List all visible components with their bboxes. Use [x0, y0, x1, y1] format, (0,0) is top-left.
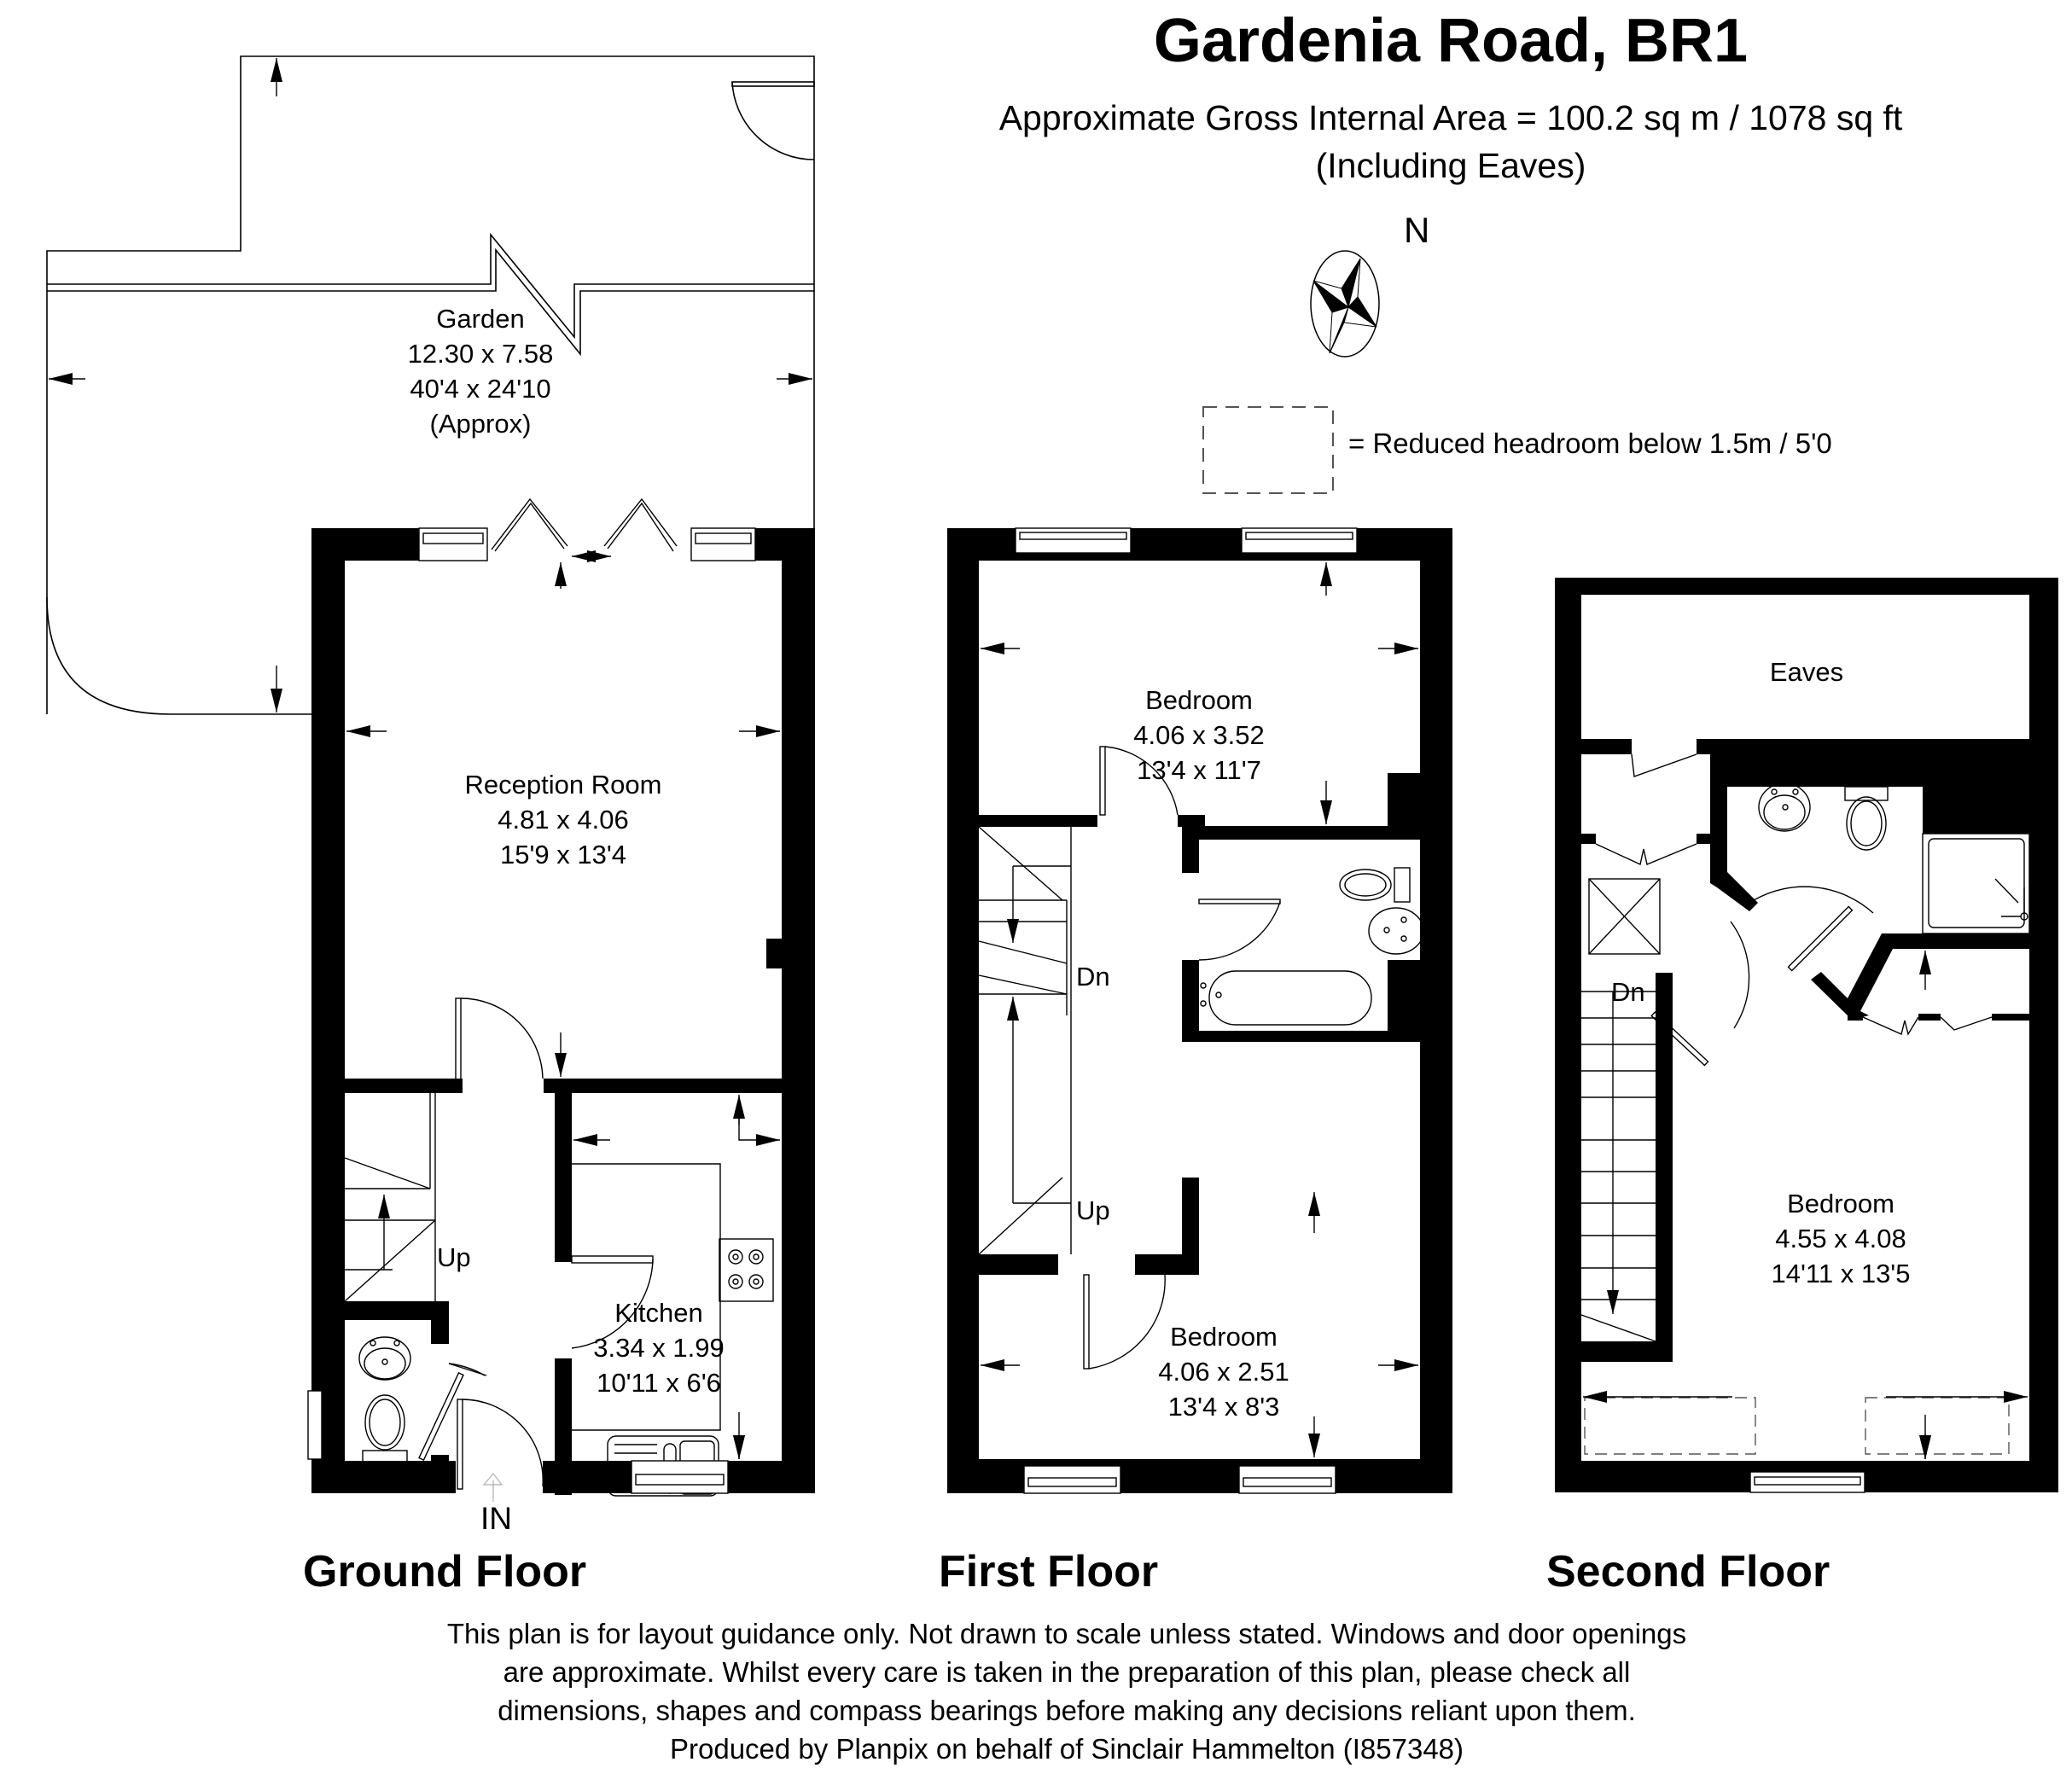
- ground-floor-walls: [311, 528, 815, 1495]
- north-label: N: [1404, 210, 1430, 250]
- floor-name-first: First Floor: [939, 1547, 1159, 1596]
- dashed-rectangle-icon: [1202, 406, 1334, 494]
- room-label-garden: Garden 12.30 x 7.58 40'4 x 24'10 (Approx…: [408, 301, 554, 441]
- room-label-kitchen: Kitchen 3.34 x 1.99 10'11 x 6'6: [593, 1295, 724, 1400]
- floor-name-second: Second Floor: [1546, 1547, 1830, 1596]
- second-floor-dimension-arrows: [1583, 951, 2028, 1459]
- room-label-bedroom-3: Bedroom 4.55 x 4.08 14'11 x 13'5: [1772, 1186, 1911, 1291]
- page-title: Gardenia Road, BR1: [1153, 7, 1749, 75]
- room-name: Bedroom: [1145, 685, 1253, 715]
- legend-reduced-headroom-text: = Reduced headroom below 1.5m / 5'0: [1348, 427, 1832, 459]
- area-summary: Approximate Gross Internal Area = 100.2 …: [896, 94, 2005, 189]
- room-note: (Approx): [429, 409, 532, 439]
- producer-credit: Produced by Planpix on behalf of Sinclai…: [669, 1733, 1464, 1765]
- room-name: Garden: [436, 304, 525, 334]
- disclaimer: This plan is for layout guidance only. N…: [256, 1614, 1877, 1768]
- room-metric: 4.06 x 3.52: [1133, 720, 1265, 750]
- room-label-reception-room: Reception Room 4.81 x 4.06 15'9 x 13'4: [465, 767, 662, 872]
- disclaimer-line: dimensions, shapes and compass bearings …: [498, 1695, 1636, 1726]
- disclaimer-line: This plan is for layout guidance only. N…: [446, 1618, 1687, 1649]
- room-label-bedroom-2: Bedroom 4.06 x 2.51 13'4 x 8'3: [1158, 1319, 1289, 1424]
- disclaimer-line: are approximate. Whilst every care is ta…: [503, 1656, 1631, 1688]
- room-imperial: 13'4 x 8'3: [1167, 1392, 1280, 1422]
- ground-floor-dimension-arrows: [346, 550, 780, 1502]
- room-metric: 3.34 x 1.99: [593, 1333, 725, 1363]
- stairs-down-label: Dn: [1611, 977, 1645, 1007]
- room-label-bedroom-1: Bedroom 4.06 x 3.52 13'4 x 11'7: [1133, 683, 1264, 788]
- second-floor-walls: [1555, 578, 2058, 1492]
- room-imperial: 13'4 x 11'7: [1137, 755, 1261, 785]
- room-label-eaves: Eaves: [1770, 654, 1843, 689]
- room-metric: 4.06 x 2.51: [1158, 1357, 1289, 1387]
- room-imperial: 40'4 x 24'10: [410, 374, 551, 404]
- room-imperial: 15'9 x 13'4: [499, 840, 626, 869]
- room-metric: 4.55 x 4.08: [1775, 1224, 1906, 1253]
- first-floor-walls: [947, 528, 1452, 1493]
- room-metric: 12.30 x 7.58: [407, 339, 554, 369]
- first-floor-dimension-arrows: [981, 562, 1418, 1457]
- room-imperial: 14'11 x 13'5: [1771, 1259, 1911, 1288]
- stairs-down-label: Dn: [1076, 962, 1110, 992]
- compass-rose-icon: [1310, 250, 1380, 358]
- ground-floor-fixtures: [307, 497, 774, 1497]
- stairs-up-label: Up: [437, 1242, 471, 1272]
- second-floor-fixtures: [1580, 753, 2030, 1493]
- room-name: Reception Room: [464, 770, 662, 800]
- room-imperial: 10'11 x 6'6: [597, 1368, 721, 1398]
- garden-dimension-arrows: [49, 58, 812, 712]
- stairs-up-label: Up: [1076, 1195, 1110, 1225]
- floor-name-ground: Ground Floor: [303, 1547, 587, 1596]
- room-name: Bedroom: [1787, 1189, 1894, 1218]
- room-metric: 4.81 x 4.06: [498, 805, 629, 835]
- room-name: Bedroom: [1170, 1322, 1278, 1352]
- room-name: Eaves: [1769, 657, 1844, 687]
- entrance-label: IN: [480, 1501, 512, 1536]
- area-note-text: (Including Eaves): [1315, 146, 1586, 185]
- garden-outline: [46, 55, 815, 715]
- gross-area-text: Approximate Gross Internal Area = 100.2 …: [998, 98, 1903, 137]
- room-name: Kitchen: [614, 1298, 703, 1328]
- first-floor-fixtures: [978, 527, 1424, 1494]
